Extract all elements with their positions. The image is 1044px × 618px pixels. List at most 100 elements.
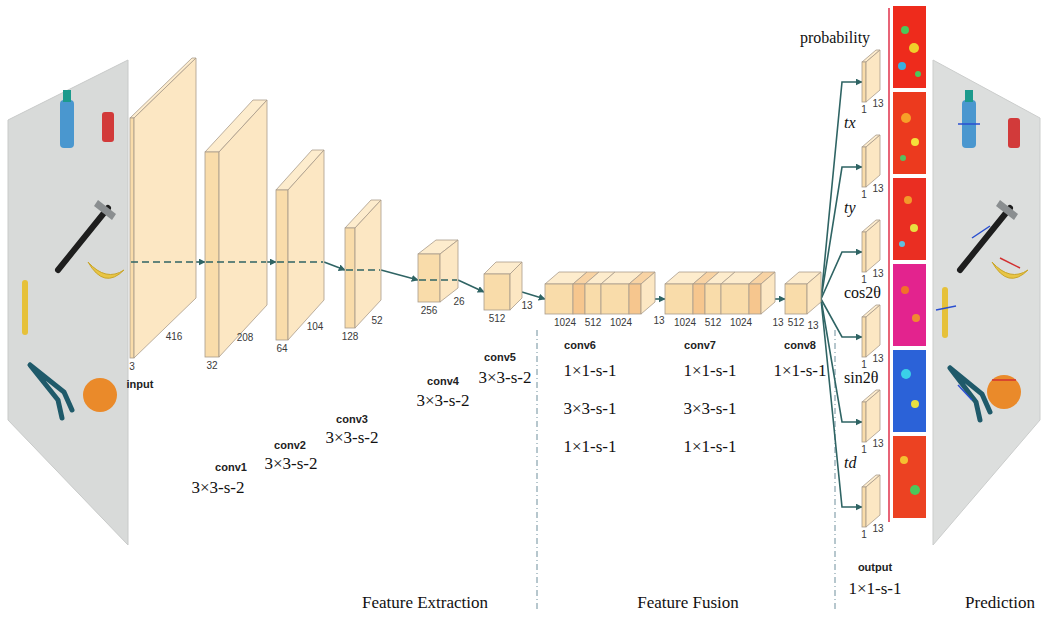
layer-shape (862, 305, 880, 357)
orange (987, 375, 1021, 409)
heatmap (893, 436, 926, 518)
layer-side-face (761, 272, 775, 314)
dimension-label: 512 (585, 318, 602, 328)
layer-block: 1024512102413conv71×1-s-13×3-s-11×1-s-1 (665, 272, 775, 314)
layer-side-face (288, 150, 324, 340)
section-label: output (858, 562, 892, 573)
layer-front-face (862, 317, 866, 357)
flow-arrow (821, 299, 862, 507)
head-name: sin2θ (844, 370, 878, 386)
dimension-label: 13 (872, 269, 883, 279)
heatmap-blob (900, 456, 908, 464)
flow-arrow (196, 261, 205, 263)
section-divider (537, 330, 538, 612)
layer-side-face (866, 50, 880, 102)
layer-shape (545, 272, 655, 314)
layer-side-face (866, 305, 880, 357)
head-name: td (844, 455, 856, 471)
dimension-label: 256 (421, 306, 438, 316)
dimension-label: 13 (872, 99, 883, 109)
flow-arrow (655, 298, 665, 300)
dimension-label: 512 (788, 318, 805, 328)
heatmap-blob (911, 400, 919, 408)
hammer-handle (58, 208, 108, 270)
layer-front-face (862, 232, 866, 272)
flow-arrow (821, 167, 862, 299)
layer-front-face (585, 284, 601, 314)
flow-arrow (267, 261, 276, 263)
heatmap-blob (904, 196, 912, 204)
hammer-head (94, 200, 116, 220)
heatmap-blob (912, 314, 920, 322)
layer-name: conv4 (427, 376, 459, 387)
dimension-label: 26 (453, 297, 464, 307)
layer-block: cos2θ113 (862, 305, 880, 357)
kernel-spec: 1×1-s-1 (683, 438, 736, 455)
kernel-spec: 1×1-s-1 (683, 362, 736, 379)
head-name: probability (800, 30, 870, 46)
layer-block: 51213conv81×1-s-1 (785, 272, 821, 314)
layer-side-face (866, 135, 880, 187)
dimension-label: 13 (521, 301, 532, 311)
flow-arrow (381, 270, 418, 280)
banana (992, 262, 1028, 278)
dimension-label: 1024 (730, 318, 752, 328)
dimension-label: 128 (342, 332, 359, 342)
layer-front-face (629, 284, 641, 314)
heatmap-blob (911, 138, 919, 146)
layer-shape (862, 220, 880, 272)
dimension-label: 13 (772, 318, 783, 328)
input-photo (8, 60, 128, 545)
dimension-label: 512 (705, 318, 722, 328)
dimension-label: 13 (872, 524, 883, 534)
layer-block: 64104conv23×3-s-2 (276, 150, 324, 340)
layer-shape (205, 100, 267, 357)
kernel-spec: 3×3-s-1 (563, 400, 616, 417)
layer-name: conv5 (484, 352, 516, 363)
layer-front-face (276, 190, 288, 340)
grasp-mark (972, 226, 990, 238)
heatmap-blob (901, 26, 909, 34)
dimension-label: 208 (237, 333, 254, 343)
layer-shape (418, 240, 458, 302)
layer-name: conv3 (336, 414, 368, 425)
dimension-label: 32 (206, 361, 217, 371)
flow-arrow (821, 82, 862, 299)
layer-side-face (807, 272, 821, 314)
data-flow-line (206, 261, 266, 262)
banana (88, 262, 124, 278)
dimension-label: 13 (872, 439, 883, 449)
heatmap-border (888, 8, 890, 522)
data-flow-line (419, 279, 457, 280)
head-name: ty (844, 200, 856, 216)
layer-shape (785, 272, 821, 314)
layer-name: conv8 (784, 340, 816, 351)
layer-block: 32208conv13×3-s-2 (205, 100, 267, 357)
dimension-label: 1024 (610, 318, 632, 328)
layer-front-face (749, 284, 761, 314)
dimension-label: 1024 (674, 318, 696, 328)
layer-front-face (545, 284, 573, 314)
layer-front-face (205, 152, 219, 357)
hammer-head (996, 200, 1018, 220)
layer-side-face (866, 220, 880, 272)
dimension-label: 104 (307, 322, 324, 332)
dimension-label: 1 (861, 360, 867, 370)
hammer-handle (960, 208, 1010, 270)
layer-name: input (127, 379, 154, 390)
layer-shape (345, 200, 381, 328)
layer-side-face (219, 100, 267, 357)
flow-arrow (458, 280, 484, 292)
heatmap-blob (900, 155, 906, 161)
heatmap-blob (898, 62, 906, 70)
kernel-spec: 3×3-s-2 (264, 455, 317, 472)
heatmap-blob (899, 241, 905, 247)
layer-shape (665, 272, 775, 314)
kernel-spec: 3×3-s-2 (325, 429, 378, 446)
layer-front-face (573, 284, 585, 314)
layer-front-face (705, 284, 721, 314)
heatmap (893, 350, 926, 432)
kernel-spec: 1×1-s-1 (773, 362, 826, 379)
dimension-label: 1 (861, 275, 867, 285)
